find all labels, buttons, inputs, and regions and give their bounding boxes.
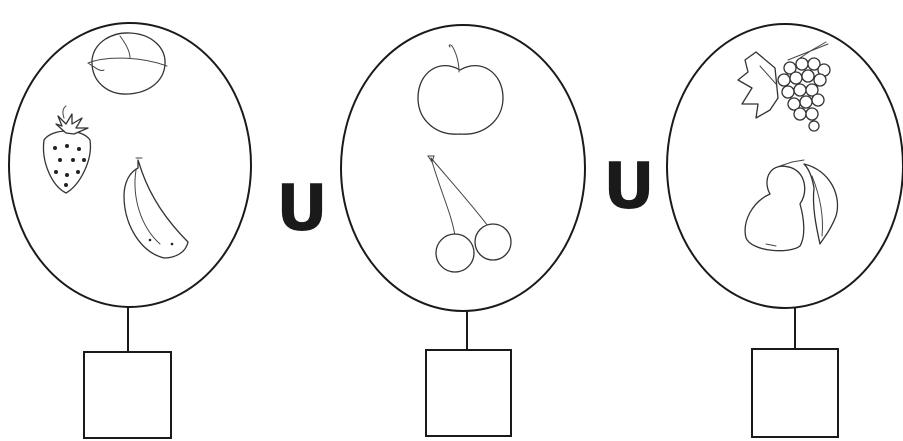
strawberry-icon bbox=[42, 105, 92, 194]
apple-icon bbox=[417, 44, 504, 135]
cherries-icon bbox=[427, 155, 512, 273]
set-1 bbox=[8, 22, 252, 439]
set-1-oval bbox=[8, 22, 252, 308]
set-2-oval bbox=[340, 24, 586, 312]
set-1-answer-box[interactable] bbox=[83, 351, 172, 439]
set-3-answer-box[interactable] bbox=[751, 348, 839, 438]
set-2 bbox=[340, 24, 586, 437]
grapes-icon bbox=[737, 41, 831, 132]
union-operator-2: U bbox=[603, 150, 655, 224]
set-3 bbox=[666, 23, 903, 438]
set-3-oval bbox=[666, 23, 903, 309]
nut-icon bbox=[87, 32, 168, 95]
union-operator-1: U bbox=[276, 172, 328, 246]
pear-icon bbox=[744, 159, 839, 252]
banana-icon bbox=[123, 157, 189, 259]
set-2-answer-box[interactable] bbox=[425, 349, 512, 437]
